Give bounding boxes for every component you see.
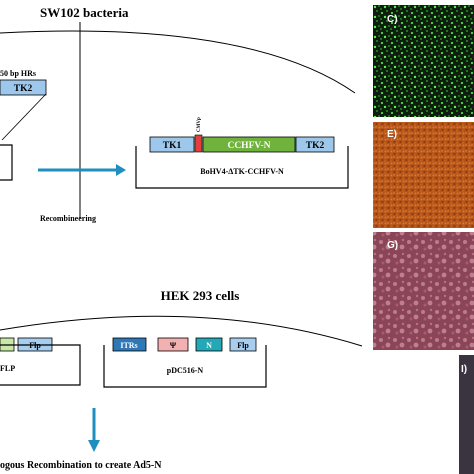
cchfv-n-label: CCHFV-N [227,141,270,151]
panel-e-label: E) [387,129,397,140]
itrs-label: ITRs [120,341,137,350]
top-arc [0,31,355,93]
tk1-label: TK1 [163,141,182,151]
left-plasmid-name: FLP [0,364,15,373]
n-label: N [206,341,212,350]
tk2-left-label: TK2 [14,84,33,94]
cmv-promoter-label: CMVp [197,117,202,132]
recombineering-arrow-head [116,164,126,176]
right-plasmid-name: pDC516-N [167,366,204,375]
tk2-zoom-line [2,94,46,140]
right-flp-label: Flp [237,341,249,350]
hr-label: 50 bp HRs [0,69,36,78]
bottom-step-label: ogous Recombination to create Ad5-N [0,460,162,471]
panel-i-label: I) [461,364,467,375]
panel-g-label: G) [387,240,398,251]
tk2-label: TK2 [306,141,325,151]
construct-name: BoHV4-ΔTK-CCHFV-N [200,167,284,176]
down-arrow-head [88,440,100,452]
panel-c-label: C) [387,14,398,25]
cmv-promoter-box [195,135,202,152]
recombineering-label: Recombineering [40,214,96,223]
bottom-title: HEK 293 cells [161,288,240,303]
psi-label: Ψ [170,341,177,350]
left-plasmid-partial [0,145,12,180]
top-title: SW102 bacteria [40,5,129,20]
